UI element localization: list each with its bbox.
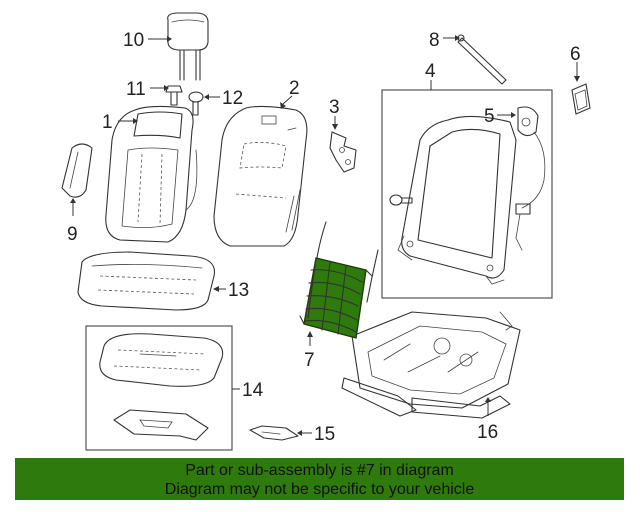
part-9-side-trim[interactable] <box>61 143 93 198</box>
callout-8: 8 <box>429 30 440 51</box>
callout-1: 1 <box>102 112 113 133</box>
part-8-rod[interactable] <box>457 34 507 85</box>
callout-16: 16 <box>477 422 498 443</box>
callout-13: 13 <box>228 280 249 301</box>
callout-10: 10 <box>123 30 144 51</box>
part-10-headrest[interactable] <box>167 12 209 81</box>
part-15-harness[interactable] <box>249 425 299 441</box>
callout-7: 7 <box>304 350 315 371</box>
callout-9: 9 <box>67 224 78 245</box>
part-1-seat-back-cover[interactable] <box>105 105 198 243</box>
part-4-seat-back-frame[interactable] <box>397 115 517 285</box>
part-2-seat-back-pad[interactable] <box>213 105 308 247</box>
callout-14: 14 <box>242 380 264 401</box>
callout-4: 4 <box>425 61 436 82</box>
callout-12: 12 <box>222 88 243 109</box>
diagram-canvas: 10 11 12 1 9 2 <box>61 12 591 451</box>
callout-5: 5 <box>484 106 495 127</box>
part-4-bolt[interactable] <box>389 194 413 206</box>
part-5-module[interactable] <box>515 106 546 251</box>
info-banner: Part or sub-assembly is #7 in diagram Di… <box>15 458 624 500</box>
part-14-cushion-cover[interactable] <box>99 333 224 387</box>
callout-11: 11 <box>126 79 146 100</box>
part-3-bracket[interactable] <box>329 131 357 173</box>
callout-6: 6 <box>570 44 581 65</box>
part-11-bolt[interactable] <box>165 85 183 106</box>
part-16-seat-track[interactable] <box>341 311 521 419</box>
part-4-frame-box <box>381 89 553 299</box>
part-12-clip[interactable] <box>188 91 204 116</box>
banner-line-2: Diagram may not be specific to your vehi… <box>164 481 475 498</box>
callout-15: 15 <box>314 424 335 445</box>
part-6-cover[interactable] <box>571 83 591 115</box>
callout-3: 3 <box>329 97 340 118</box>
part-7-lumbar-support[interactable] <box>299 221 379 339</box>
part-14-box <box>85 325 233 451</box>
part-13-cushion-pad[interactable] <box>77 251 216 311</box>
callout-2: 2 <box>289 78 300 99</box>
part-14-mat[interactable] <box>113 409 209 441</box>
banner-line-1: Part or sub-assembly is #7 in diagram <box>185 462 454 479</box>
